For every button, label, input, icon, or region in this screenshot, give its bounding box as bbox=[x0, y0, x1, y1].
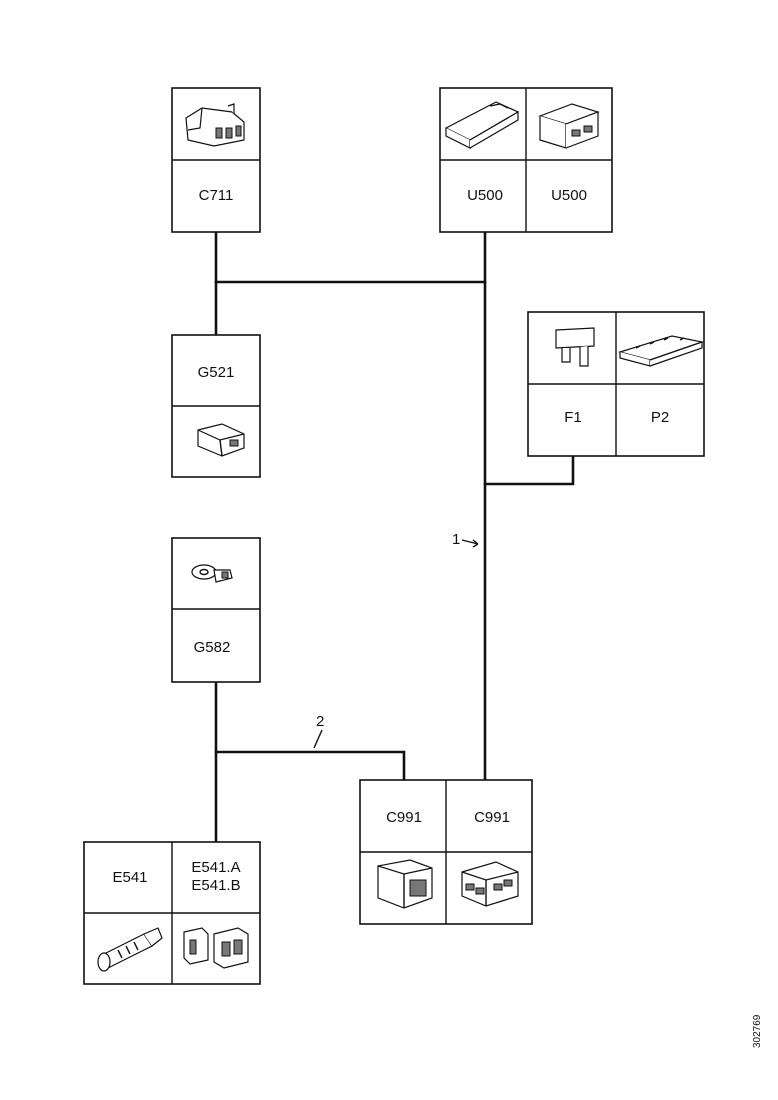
component-label-c711: C711 bbox=[199, 187, 234, 204]
component-c711: C711 bbox=[171, 87, 261, 233]
component-label-p2: P2 bbox=[651, 409, 669, 426]
wire-branch-bottom bbox=[214, 750, 406, 782]
harness-label-1: 1 bbox=[452, 531, 460, 548]
component-u500: U500 U500 bbox=[439, 87, 613, 233]
wire-fuse-branch bbox=[483, 454, 575, 486]
connector-icon bbox=[377, 859, 433, 909]
harness-marker-2-tick bbox=[313, 729, 323, 749]
component-label-e541-a: E541.A bbox=[191, 859, 240, 876]
component-label-e541-b: E541.B bbox=[191, 877, 240, 894]
harness-marker-1-tick bbox=[461, 539, 479, 548]
fuse-box-icon bbox=[617, 335, 705, 367]
component-label-u500-a: U500 bbox=[467, 187, 503, 204]
connector-pair-icon bbox=[183, 927, 249, 969]
component-c991: C991 C991 bbox=[359, 779, 533, 925]
component-label-e541: E541 bbox=[112, 869, 147, 886]
component-e541: E541 E541.A E541.B bbox=[83, 841, 261, 985]
control-module-icon bbox=[444, 101, 520, 149]
ground-terminal-icon bbox=[191, 564, 233, 583]
component-g521: G521 bbox=[171, 334, 261, 478]
harness-wires bbox=[214, 230, 575, 844]
connector-icon bbox=[197, 423, 245, 457]
connector-icon bbox=[185, 103, 245, 147]
document-id: 302769 bbox=[752, 1014, 763, 1048]
connector-icon bbox=[461, 861, 519, 907]
component-label-f1: F1 bbox=[564, 409, 582, 426]
module-box-icon bbox=[538, 103, 600, 149]
component-label-c991-b: C991 bbox=[474, 809, 510, 826]
harness-label-2: 2 bbox=[316, 713, 324, 730]
lamp-icon bbox=[97, 927, 163, 972]
component-g582: G582 bbox=[171, 537, 261, 683]
fuse-icon bbox=[555, 327, 595, 367]
component-label-g582: G582 bbox=[194, 639, 231, 656]
component-label-u500-b: U500 bbox=[551, 187, 587, 204]
component-label-g521: G521 bbox=[198, 364, 235, 381]
component-label-c991-a: C991 bbox=[386, 809, 422, 826]
component-f1-p2: F1 P2 bbox=[527, 311, 705, 457]
